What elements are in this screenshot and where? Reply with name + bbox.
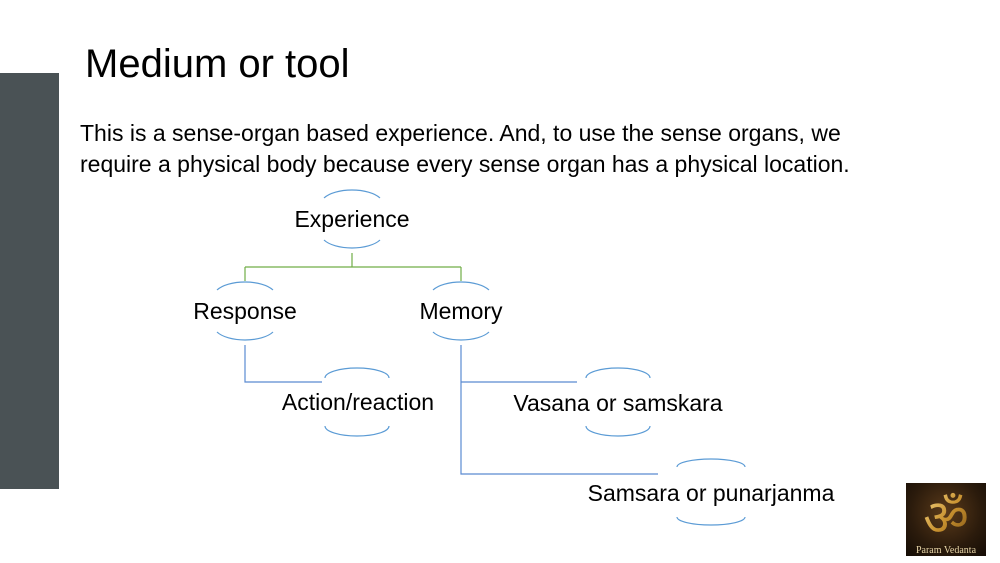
arc-samsara-top [676, 458, 746, 468]
arc-experience-bottom [323, 239, 381, 249]
paragraph-line-1: This is a sense-organ based experience. … [80, 120, 841, 146]
arc-experience-top [323, 189, 381, 199]
logo-caption: Param Vedanta [916, 545, 977, 556]
om-symbol-icon: ॐ [923, 489, 969, 547]
connector-response-action [244, 345, 322, 383]
connector-memory-children [460, 345, 658, 475]
node-memory: Memory [419, 298, 503, 324]
connector-experience-children [244, 253, 462, 281]
arc-vasana-top [585, 367, 651, 379]
node-experience: Experience [294, 206, 409, 232]
node-vasana-samskara: Vasana or samskara [513, 390, 722, 416]
side-accent-bar [0, 73, 59, 489]
arc-samsara-bottom [676, 516, 746, 526]
param-vedanta-logo: ॐ Param Vedanta [906, 483, 986, 556]
node-action-reaction: Action/reaction [282, 389, 434, 415]
slide-title: Medium or tool [85, 42, 350, 86]
paragraph-line-2: require a physical body because every se… [80, 151, 850, 177]
node-samsara-punarjanma: Samsara or punarjanma [588, 480, 835, 506]
arc-memory-top [432, 281, 490, 291]
arc-vasana-bottom [585, 425, 651, 437]
om-logo-graphic: ॐ Param Vedanta [916, 489, 977, 556]
arc-memory-bottom [432, 331, 490, 341]
node-arcs [216, 189, 746, 526]
connector-lines [244, 253, 658, 475]
node-response: Response [193, 298, 297, 324]
arc-response-bottom [216, 331, 274, 341]
arc-action-bottom [324, 425, 390, 437]
arc-response-top [216, 281, 274, 291]
slide-paragraph: This is a sense-organ based experience. … [80, 118, 980, 180]
arc-action-top [324, 367, 390, 379]
